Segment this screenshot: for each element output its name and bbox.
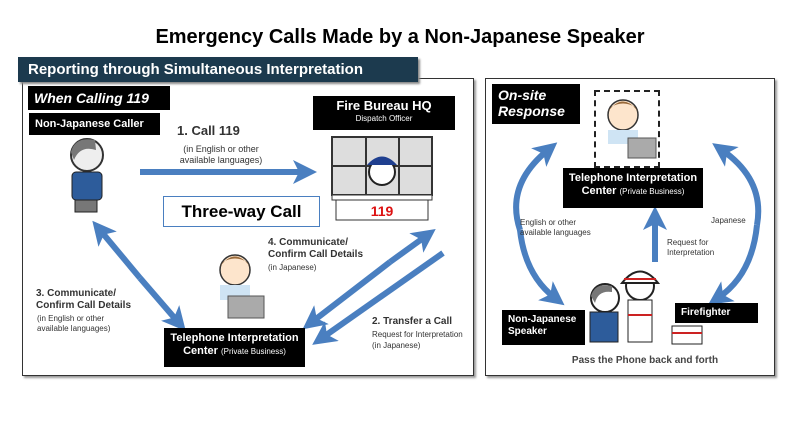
english-label: English or other available languages bbox=[520, 218, 591, 237]
center-title-line1: Telephone Interpretation bbox=[568, 172, 698, 184]
pass-phone-caption: Pass the Phone back and forth bbox=[571, 355, 719, 366]
step2-subtitle1: Request for Interpretation bbox=[372, 330, 463, 339]
hq-sign: 119 bbox=[370, 203, 394, 219]
arrow-english-b bbox=[517, 229, 565, 306]
step4-subtitle: (in Japanese) bbox=[268, 263, 317, 272]
step4-title: 4. Communicate/ Confirm Call Details bbox=[268, 237, 364, 260]
caller-label: Non-Japanese Caller bbox=[29, 113, 160, 135]
arrow-step3-a bbox=[92, 220, 143, 280]
step1-title: 1. Call 119 bbox=[177, 123, 240, 138]
hq-label: Fire Bureau HQ Dispatch Officer bbox=[313, 96, 455, 130]
section-on-site: On-site Response bbox=[492, 84, 580, 124]
three-way-call-box: Three-way Call bbox=[163, 196, 320, 227]
arrow-step4 bbox=[302, 259, 392, 330]
right-interpretation-center-label: Telephone Interpretation Center (Private… bbox=[563, 168, 703, 208]
hq-subtitle: Dispatch Officer bbox=[355, 113, 413, 123]
arrow-english-a bbox=[513, 142, 558, 231]
center-subtitle: (Private Business) bbox=[619, 186, 685, 196]
arrow-japanese-a bbox=[712, 143, 762, 226]
speaker-label: Non-Japanese Speaker bbox=[502, 310, 585, 345]
step1-subtitle: (in English or other available languages… bbox=[179, 144, 263, 165]
request-label: Request for Interpretation bbox=[667, 238, 715, 257]
right-panel bbox=[485, 78, 775, 376]
arrow-step3-b bbox=[137, 276, 186, 332]
center-title-line2: Center bbox=[581, 184, 617, 197]
step3-title: 3. Communicate/ Confirm Call Details bbox=[36, 288, 132, 311]
left-interpretation-center-label: Telephone Interpretation Center (Private… bbox=[164, 328, 305, 367]
center-title-line2: Center bbox=[183, 344, 218, 357]
center-title-line1: Telephone Interpretation bbox=[170, 332, 299, 344]
step2-subtitle2: (in Japanese) bbox=[372, 341, 421, 350]
japanese-label: Japanese bbox=[711, 216, 746, 225]
banner: Reporting through Simultaneous Interpret… bbox=[18, 57, 418, 82]
arrow-step4b bbox=[388, 228, 436, 265]
center-subtitle: (Private Business) bbox=[220, 346, 286, 356]
interpreter-dashed-box bbox=[594, 90, 660, 168]
step2-title: 2. Transfer a Call bbox=[372, 316, 453, 327]
section-when-calling: When Calling 119 bbox=[28, 86, 170, 110]
firefighter-label: Firefighter bbox=[675, 303, 758, 323]
arrow-step2 bbox=[312, 250, 445, 345]
arrow-japanese-b bbox=[708, 224, 760, 305]
step3-subtitle: (in English or other available languages… bbox=[37, 314, 111, 333]
hq-title: Fire Bureau HQ bbox=[336, 98, 432, 113]
page-title: Emergency Calls Made by a Non-Japanese S… bbox=[155, 26, 645, 48]
